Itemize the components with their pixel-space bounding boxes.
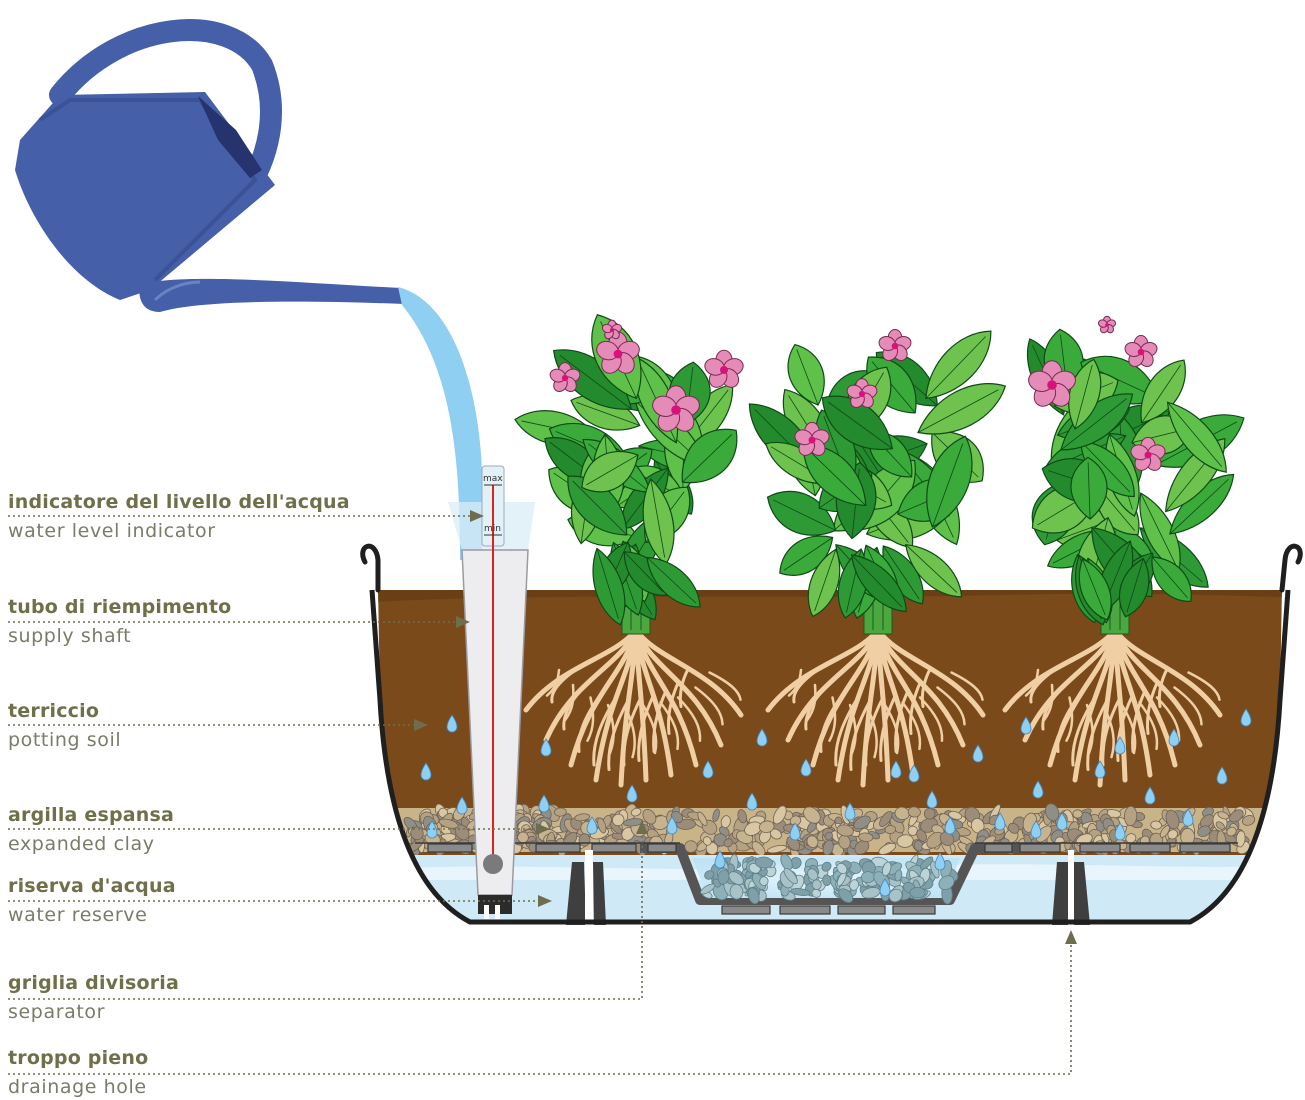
label-it: indicatore del livello dell'acqua — [8, 491, 350, 513]
label-expanded-clay: argilla espansa expanded clay — [8, 804, 174, 855]
label-it: griglia divisoria — [8, 972, 179, 994]
watering-can-icon — [15, 30, 404, 312]
label-en: separator — [8, 1001, 179, 1023]
label-separator: griglia divisoria separator — [8, 972, 179, 1023]
label-water-reserve: riserva d'acqua water reserve — [8, 875, 176, 926]
label-drainage-hole: troppo pieno drainage hole — [8, 1047, 148, 1098]
label-it: terriccio — [8, 700, 121, 722]
label-it: tubo di riempimento — [8, 596, 231, 618]
label-it: argilla espansa — [8, 804, 174, 826]
label-en: water level indicator — [8, 520, 350, 542]
label-it: troppo pieno — [8, 1047, 148, 1069]
gauge-min-label: min — [484, 524, 501, 534]
label-water-level-indicator: indicatore del livello dell'acqua water … — [8, 491, 350, 542]
label-potting-soil: terriccio potting soil — [8, 700, 121, 751]
gauge-max-label: max — [483, 474, 503, 484]
label-en: potting soil — [8, 729, 121, 751]
label-en: drainage hole — [8, 1076, 148, 1098]
flower-icon — [1098, 316, 1117, 334]
indicator-float — [483, 854, 503, 874]
label-en: expanded clay — [8, 833, 174, 855]
label-it: riserva d'acqua — [8, 875, 176, 897]
label-supply-shaft: tubo di riempimento supply shaft — [8, 596, 231, 647]
label-en: water reserve — [8, 904, 176, 926]
label-en: supply shaft — [8, 625, 231, 647]
